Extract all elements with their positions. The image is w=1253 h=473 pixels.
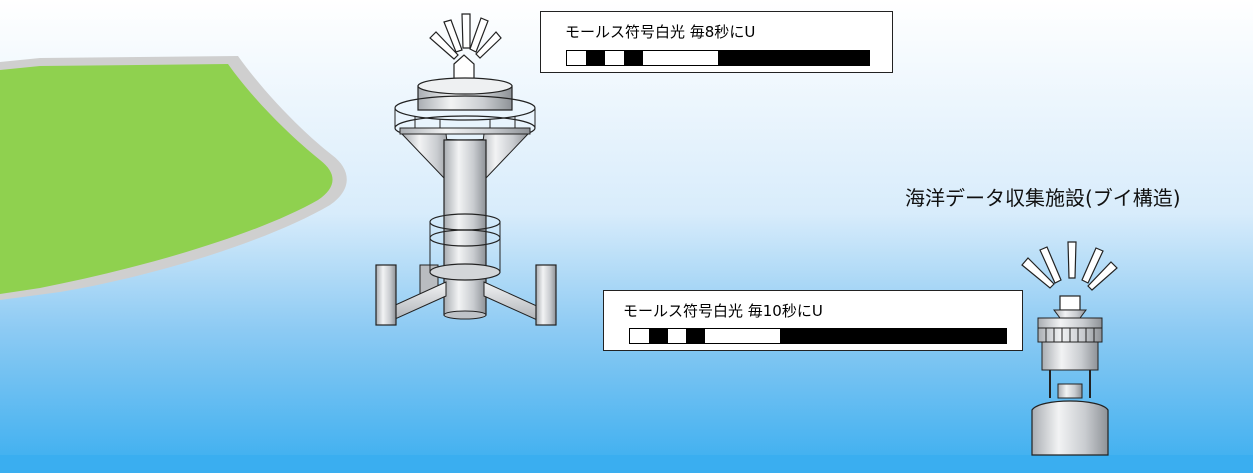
facility-title: 海洋データ収集施設(ブイ構造) xyxy=(905,186,1181,210)
signal-segment-off xyxy=(718,51,869,65)
signal-segment-on xyxy=(705,329,781,343)
signal-segment-on xyxy=(642,51,718,65)
data-buoy xyxy=(1021,241,1118,456)
tower-signal-label: モールス符号白光 毎8秒にU xyxy=(565,23,756,41)
signal-segment-on xyxy=(630,329,649,343)
signal-segment-off xyxy=(780,329,1006,343)
signal-segment-on xyxy=(667,329,687,343)
land xyxy=(0,64,333,294)
signal-segment-off xyxy=(623,51,643,65)
signal-segment-off xyxy=(648,329,668,343)
buoy-light-rays xyxy=(1021,241,1118,291)
buoy-lantern xyxy=(1059,295,1081,311)
signal-segment-on xyxy=(567,51,586,65)
tower-signal-bar xyxy=(566,50,870,66)
buoy-signal-bar xyxy=(629,328,1007,344)
tower-light-rays xyxy=(429,13,502,60)
sea-base xyxy=(0,455,1253,473)
buoy-signal-label: モールス符号白光 毎10秒にU xyxy=(623,302,823,320)
signal-segment-off xyxy=(686,329,706,343)
signal-segment-on xyxy=(604,51,624,65)
light-tower xyxy=(375,13,557,326)
signal-segment-off xyxy=(585,51,605,65)
